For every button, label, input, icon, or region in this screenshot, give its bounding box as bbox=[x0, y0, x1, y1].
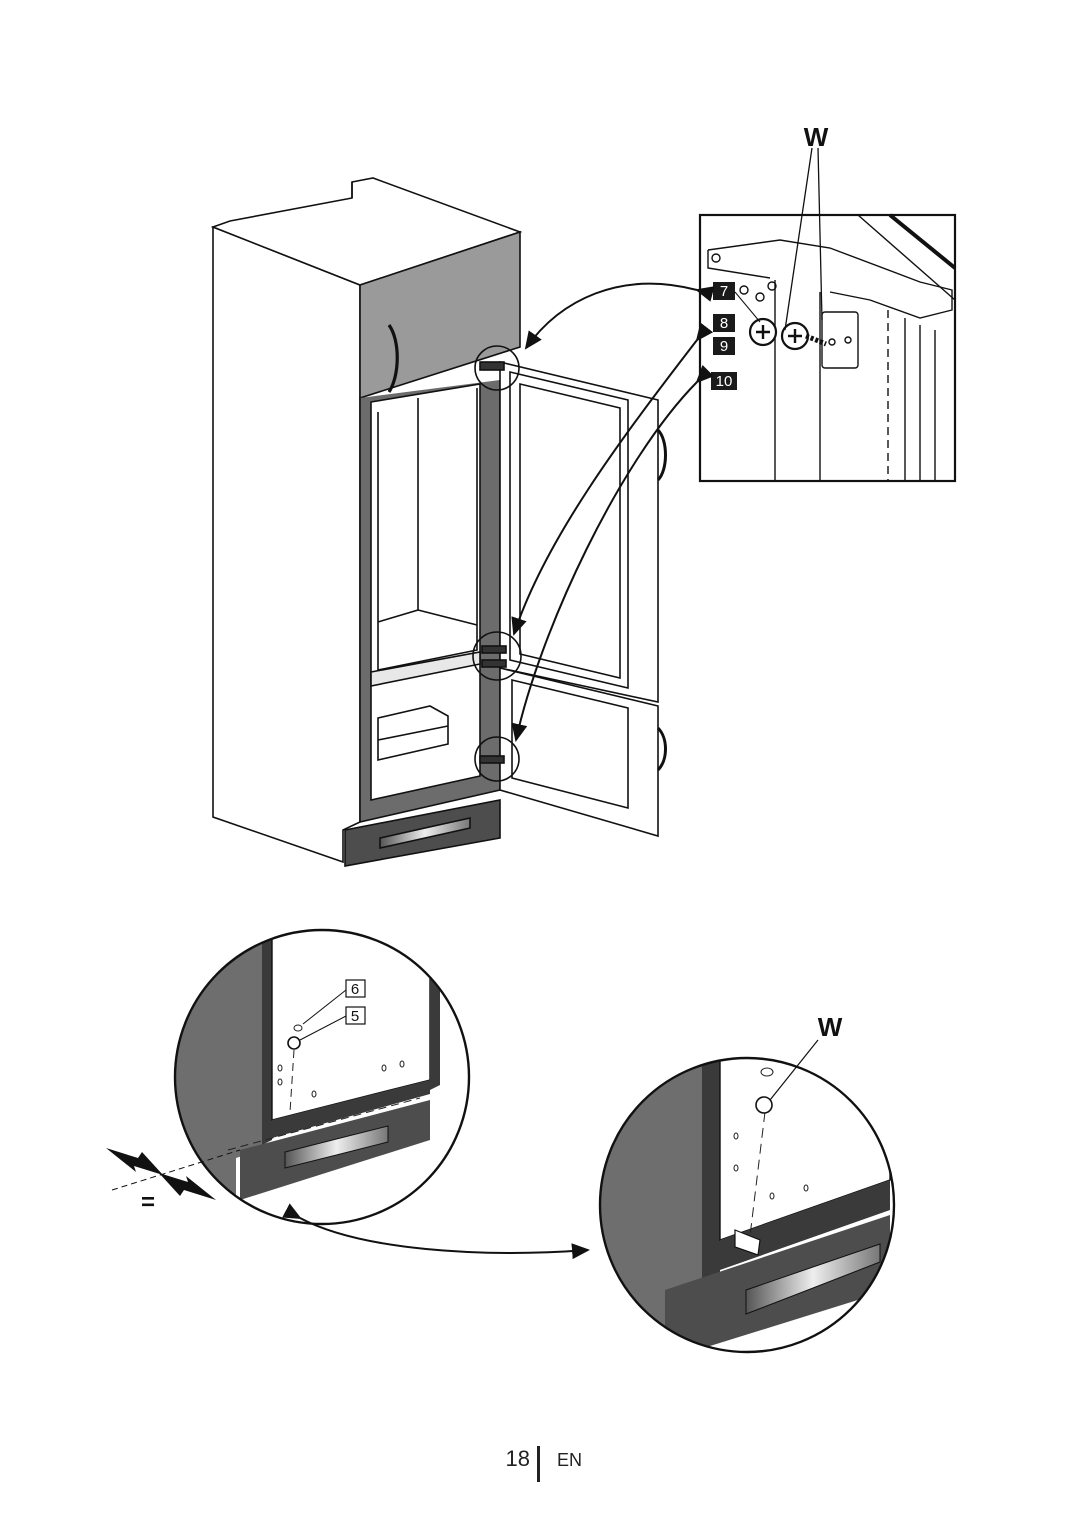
label-w-bottom: W bbox=[818, 1012, 843, 1042]
connector-arrow-bottom bbox=[282, 1203, 590, 1260]
svg-text:6: 6 bbox=[351, 981, 359, 998]
svg-text:7: 7 bbox=[720, 283, 728, 300]
callout-8: 8 bbox=[713, 314, 735, 332]
plinth-detail-right: W bbox=[598, 1012, 896, 1354]
screw-icon bbox=[748, 317, 827, 351]
page-footer: 18 EN bbox=[0, 1446, 1080, 1486]
footer-divider bbox=[537, 1446, 540, 1482]
svg-text:10: 10 bbox=[716, 373, 733, 390]
equal-mark: = bbox=[141, 1189, 155, 1216]
svg-text:8: 8 bbox=[720, 315, 728, 332]
callout-9: 9 bbox=[713, 337, 735, 355]
callout-6: 6 bbox=[302, 979, 366, 1025]
hinge-detail-box: W 7 8 9 10 bbox=[698, 122, 957, 483]
svg-text:9: 9 bbox=[720, 338, 728, 355]
callout-7: 7 bbox=[713, 282, 761, 323]
language-code: EN bbox=[557, 1450, 583, 1470]
equal-gap-arrows-icon bbox=[106, 1148, 241, 1200]
connector-arrows bbox=[511, 282, 715, 742]
plinth-detail-left: 6 5 = bbox=[106, 928, 471, 1226]
page-number: 18 bbox=[505, 1446, 530, 1471]
svg-text:5: 5 bbox=[351, 1008, 359, 1025]
label-w-top: W bbox=[804, 122, 829, 152]
callout-5: 5 bbox=[299, 1006, 366, 1041]
cabinet-illustration bbox=[210, 177, 667, 867]
callout-10: 10 bbox=[711, 372, 737, 390]
